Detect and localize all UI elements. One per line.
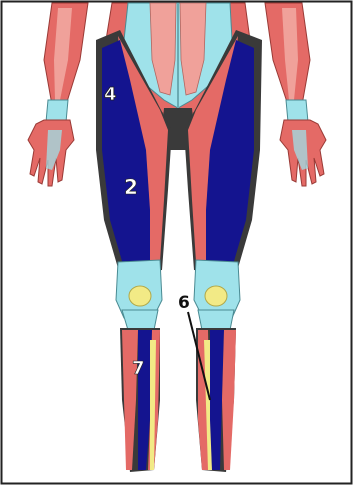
label-7: 7 [132, 358, 145, 379]
right-lower-leg [196, 328, 236, 472]
label-4: 4 [104, 84, 117, 105]
label-6: 6 [178, 293, 190, 313]
label-2: 2 [124, 175, 138, 199]
left-lower-leg [120, 328, 160, 472]
